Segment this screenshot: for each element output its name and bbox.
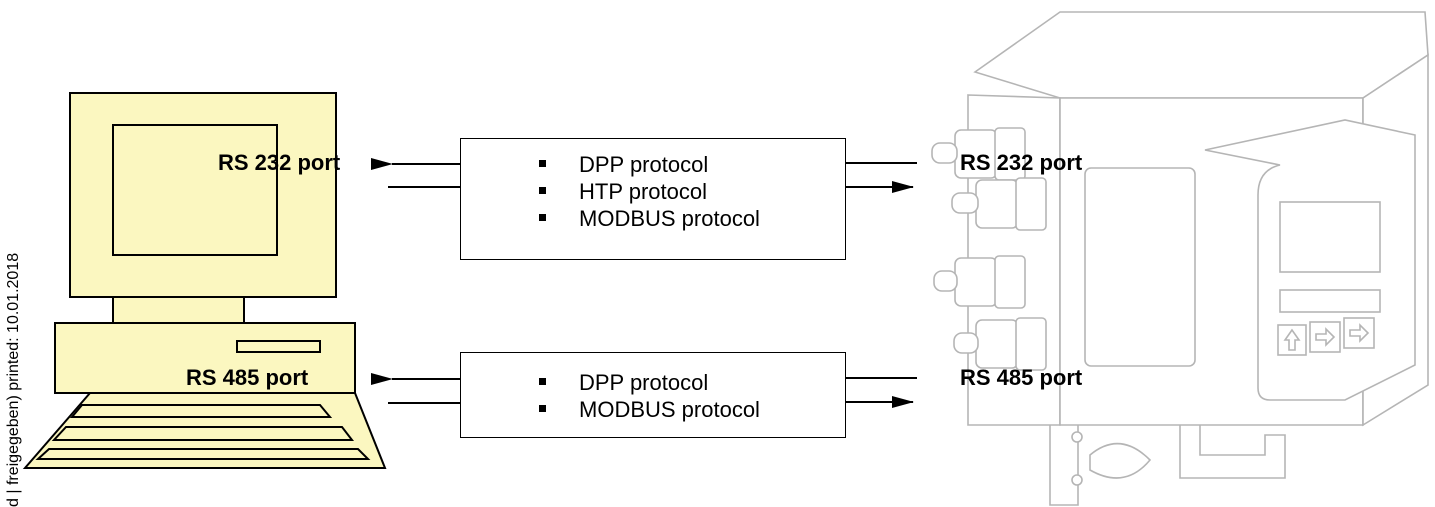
rs232-connection [371,158,917,193]
rs232-protocol-box: DPP protocol HTP protocol MODBUS protoco… [460,138,846,260]
device-rs232-label: RS 232 port [960,150,1083,175]
rs232-protocol-list: DPP protocol HTP protocol MODBUS protoco… [461,151,845,232]
computer-rs232-label: RS 232 port [218,150,341,175]
bullet-icon [539,214,546,221]
list-item: HTP protocol [461,178,845,205]
cable-glands [931,127,1047,371]
disk-drive-slot [236,340,321,353]
bullet-icon [539,378,546,385]
list-item: MODBUS protocol [461,205,845,232]
device-display [1279,201,1381,273]
bullet-icon [539,160,546,167]
rs485-protocol-box: DPP protocol MODBUS protocol [460,352,846,438]
rs485-protocol-list: DPP protocol MODBUS protocol [461,369,845,423]
monitor-screen [112,124,278,256]
monitor-stand [112,296,245,324]
rs485-connection [371,373,917,408]
list-item: DPP protocol [461,151,845,178]
print-date-note: d | freigegeben) printed: 10.01.2018 [5,252,22,507]
computer-illustration [22,92,387,469]
system-unit [54,322,356,394]
bullet-icon [539,187,546,194]
device-rs485-label: RS 485 port [960,365,1083,390]
list-item: DPP protocol [461,369,845,396]
device-illustration [931,11,1429,506]
computer-rs485-label: RS 485 port [186,365,309,390]
bullet-icon [539,405,546,412]
list-item: MODBUS protocol [461,396,845,423]
